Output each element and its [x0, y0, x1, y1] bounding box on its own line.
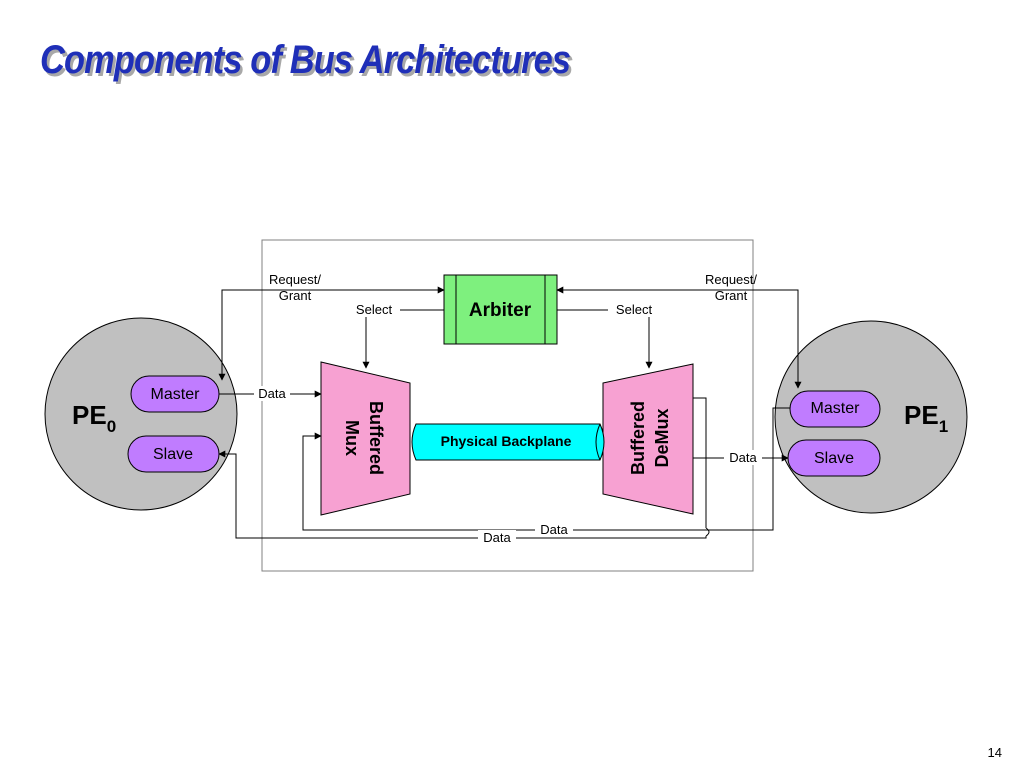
page-number: 14	[987, 745, 1002, 760]
request-grant-left-label: Request/Grant	[269, 272, 321, 303]
pe0-subscript: 0	[107, 417, 116, 436]
arbiter-box	[443, 274, 558, 345]
pe1-slave-label: Slave	[814, 450, 854, 467]
select-left-line	[362, 309, 444, 369]
request-grant-right-label: Request/Grant	[705, 272, 757, 303]
data-bottom-inner-label: Data	[540, 522, 568, 537]
page-title: Components of Bus Architectures	[40, 38, 571, 82]
pe1-label: PE1	[904, 400, 948, 436]
arbiter-label: Arbiter	[469, 300, 532, 321]
data-pe0-master-label: Data	[258, 386, 286, 401]
request-grant-left-line	[218, 286, 445, 381]
pe0-label: PE0	[72, 400, 116, 436]
pe0-slave-label: Slave	[153, 446, 193, 463]
physical-backplane-label: Physical Backplane	[441, 433, 572, 449]
request-grant-right-line	[556, 286, 802, 389]
pe1-subscript: 1	[939, 417, 948, 436]
buffered-demux	[602, 363, 694, 515]
buffered-mux-label: BufferedMux	[342, 401, 386, 475]
pe1-master-port	[789, 390, 881, 428]
bus-boundary-box	[261, 239, 754, 572]
buffered-mux	[320, 361, 411, 516]
select-right-label: Select	[616, 302, 653, 317]
select-left-label: Select	[356, 302, 393, 317]
data-demux-out-label: Data	[729, 450, 757, 465]
pe1-master-label: Master	[811, 400, 861, 417]
data-bottom-outer-label: Data	[483, 530, 511, 545]
pe0-master-label: Master	[151, 386, 201, 403]
data-bottom-outer-line	[693, 397, 707, 528]
select-right-line	[557, 309, 653, 369]
